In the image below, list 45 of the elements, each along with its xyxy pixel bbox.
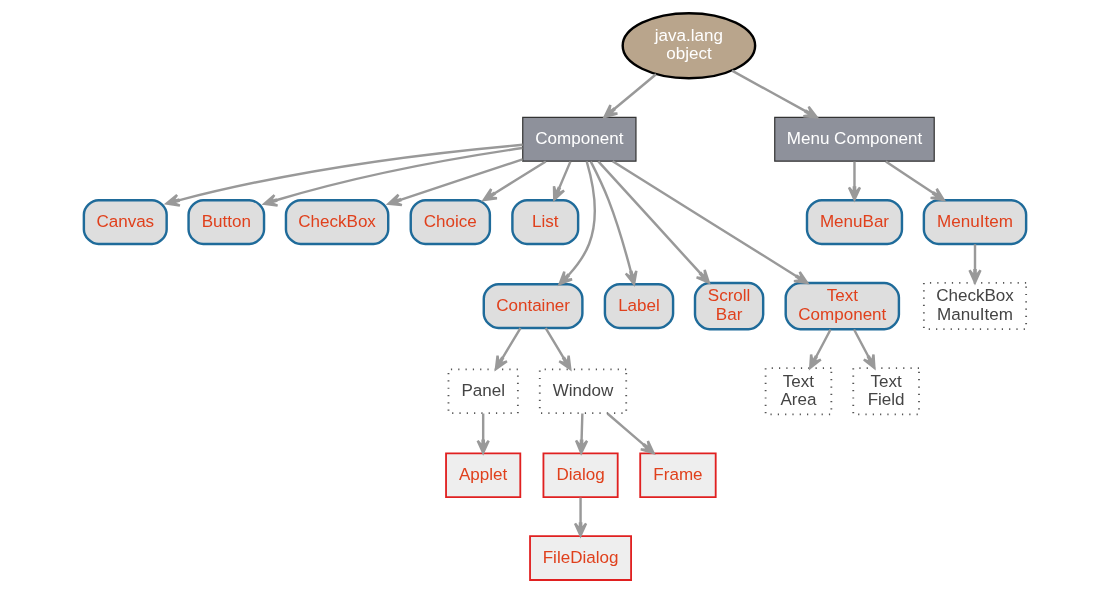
node-box: Scroll Bar — [693, 281, 765, 331]
arrow — [573, 497, 588, 537]
arrow — [476, 413, 490, 455]
arrow — [852, 328, 876, 370]
arrow — [552, 161, 572, 201]
node-box: Window — [538, 368, 628, 415]
arrow — [603, 73, 657, 119]
arrow — [558, 161, 596, 286]
node-box: Applet — [445, 452, 522, 499]
arrow — [597, 160, 711, 284]
arrow — [809, 328, 832, 370]
arrow — [612, 160, 809, 285]
node-box: Text Area — [764, 367, 833, 416]
arrow — [482, 160, 547, 202]
arrow — [847, 161, 862, 201]
node-box: Component — [522, 116, 637, 162]
arrow — [885, 160, 946, 202]
node-box: List — [511, 198, 580, 246]
node-ellipse: java.lang object — [621, 11, 757, 80]
node-box: MenuItem — [922, 198, 1028, 246]
node-box: Menu Component — [774, 116, 935, 162]
arrow — [606, 412, 655, 455]
arrow — [589, 161, 638, 286]
arrow — [263, 146, 523, 207]
node-box: Text Component — [784, 281, 901, 331]
arrow — [544, 327, 572, 371]
arrow — [387, 158, 523, 207]
arrow — [574, 413, 589, 455]
node-box: MenuBar — [805, 198, 904, 246]
node-box: Choice — [409, 198, 492, 246]
arrow — [165, 143, 523, 207]
node-box: Text Field — [852, 367, 920, 416]
node-box: Canvas — [82, 198, 168, 246]
node-box: Dialog — [542, 452, 619, 499]
arrow — [968, 244, 982, 284]
node-box: CheckBox — [284, 198, 390, 246]
node-box: Container — [482, 282, 584, 330]
node-box: FileDialog — [529, 535, 632, 581]
arrow — [494, 327, 522, 371]
node-box: CheckBox ManuItem — [922, 282, 1028, 331]
node-box: Frame — [639, 452, 717, 499]
node-box: Panel — [447, 368, 519, 415]
node-box: Button — [187, 198, 266, 246]
arrow — [731, 69, 818, 119]
node-box: Label — [603, 282, 675, 330]
